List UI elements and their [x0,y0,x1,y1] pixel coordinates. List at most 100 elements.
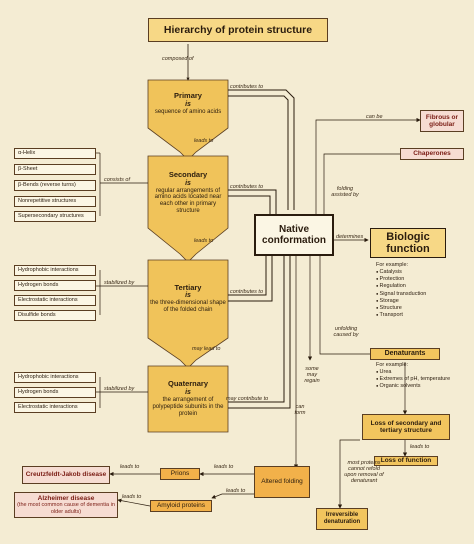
loss-structure-box: Loss of secondary and tertiary structure [362,414,450,440]
title-text: Hierarchy of protein structure [163,23,313,36]
biologic-item: Signal transduction [376,291,427,298]
quaternary-is: is [185,388,191,396]
altered-text: Altered folding [261,478,303,486]
amyloid-text: Amyloid proteins [156,502,206,510]
denaturant-item: Extremes of pH, temperature [376,376,451,383]
irreversible-denaturation-box: Irreversible denaturation [316,508,368,530]
label-most-proteins: most proteins cannot refold upon removal… [344,460,384,485]
item-text: Electrostatic interactions [18,297,78,304]
loss-function-text: Loss of function [380,457,432,465]
item-text: Disulfide bonds [18,312,56,319]
item-text: β-Sheet [18,166,38,173]
label-composed-of: composed of [162,56,194,62]
stage-secondary: Secondary is regular arrangements of ami… [150,158,226,228]
label-may-contribute: may contribute to [226,396,269,402]
quaternary-desc: the arrangement of polypeptide subunits … [152,397,224,417]
biologic-item: Protection [376,276,426,283]
secondary-item-beta-bends: β-Bends (reverse turns) [14,180,96,191]
loss-structure-text: Loss of secondary and tertiary structure [370,419,442,434]
altered-folding-box: Altered folding [254,466,310,498]
label-stabilized-by-1: stabilized by [104,280,135,286]
label-unfolding-caused: unfolding caused by [333,326,359,339]
item-text: Nonrepetitive structures [18,198,77,205]
label-determines: determines [336,234,364,240]
loss-function-box: Loss of function [374,456,438,466]
tertiary-item-hydrogen: Hydrogen bonds [14,280,96,291]
stage-primary: Primary is sequence of amino acids [150,82,226,126]
secondary-item-beta-sheet: β-Sheet [14,164,96,175]
label-contributes-2: contributes to [230,184,264,190]
label-folding-assisted: folding assisted by [331,186,359,199]
quaternary-item-electrostatic: Electrostatic interactions [14,402,96,413]
stage-quaternary: Quaternary is the arrangement of polypep… [150,368,226,430]
label-contributes-1: contributes to [230,84,264,90]
item-text: α-Helix [18,150,36,157]
biologic-function-box: Biologic function [370,228,446,258]
label-lead-to-alzheimer: leads to [122,494,142,500]
denaturants-box: Denaturants [370,348,440,360]
label-leads-to-loss: leads to [410,444,430,450]
tertiary-item-disulfide: Disulfide bonds [14,310,96,321]
label-stabilized-by-2: stabilized by [104,386,135,392]
tertiary-item-hydrophobic: Hydrophobic interactions [14,265,96,276]
label-contributes-3: contributes to [230,289,264,295]
primary-is: is [185,100,191,108]
biologic-item: Storage [376,298,426,305]
chaperones-box: Chaperones [400,148,464,160]
biologic-line2: function [386,243,430,255]
biologic-item: Catalysis [376,269,426,276]
biologic-item: Regulation [376,283,426,290]
denaturant-examples: For example: Urea Extremes of pH, temper… [376,362,450,391]
prions-text: Prions [170,470,190,478]
stage-tertiary: Tertiary is the three-dimensional shape … [150,264,226,334]
alzheimer-sub: (the most common cause of dementia in ol… [17,502,115,515]
secondary-item-supersecondary: Supersecondary structures [14,211,96,222]
item-text: Hydrogen bonds [18,389,59,396]
denaturants-title: Denaturants [384,349,426,357]
label-leads-to-2: leads to [194,238,214,244]
tertiary-desc: the three-dimensional shape of the folde… [150,300,226,314]
irreversible-text: Irreversible denaturation [323,512,361,525]
denaturants-for-example: For example: [376,362,409,368]
label-lead-to-cjd: leads to [120,464,140,470]
label-some-may-regain: some may regain [304,366,320,385]
secondary-item-alpha-helix: α-Helix [14,148,96,159]
quaternary-item-hydrophobic: Hydrophobic interactions [14,372,96,383]
label-can-be: can be [366,114,383,120]
alzheimer-box: Alzheimer disease (the most common cause… [14,492,118,518]
biologic-item: Structure [376,305,426,312]
biologic-line1: Biologic [386,230,430,243]
label-leads-to-prions: leads to [214,464,234,470]
denaturant-item: Urea [376,369,450,376]
primary-desc: sequence of amino acids [154,108,222,115]
item-text: Supersecondary structures [18,213,84,220]
label-leads-to-1: leads to [194,138,214,144]
native-line1: Native [278,223,309,235]
item-text: Hydrogen bonds [18,282,59,289]
biologic-examples: For example: Catalysis Protection Regula… [376,262,426,319]
page-title: Hierarchy of protein structure [148,18,328,42]
label-leads-to-amyloid: leads to [226,488,246,494]
item-text: β-Bends (reverse turns) [18,182,76,189]
native-line2: conformation [262,235,326,246]
alzheimer-title: Alzheimer disease [37,494,95,502]
fibrous-text: Fibrous or globular [425,113,459,128]
prions-box: Prions [160,468,200,480]
secondary-desc: regular arrangements of amino acids loca… [154,187,222,215]
label-can-form: can form [294,404,306,417]
cjd-box: Creutzfeldt-Jakob disease [22,466,110,484]
secondary-item-nonrepetitive: Nonrepetitive structures [14,196,96,207]
secondary-name: Secondary [168,169,208,179]
secondary-is: is [185,179,191,187]
cjd-text: Creutzfeldt-Jakob disease [25,471,107,479]
denaturant-item: Organic solvents [376,383,450,390]
label-may-lead-to: may lead to [192,346,221,352]
biologic-for-example: For example: [376,262,409,268]
tertiary-is: is [185,292,191,300]
primary-name: Primary [174,91,202,101]
item-text: Hydrophobic interactions [18,267,79,274]
quaternary-item-hydrogen: Hydrogen bonds [14,387,96,398]
item-text: Electrostatic interactions [18,404,78,411]
chaperones-text: Chaperones [413,150,451,158]
